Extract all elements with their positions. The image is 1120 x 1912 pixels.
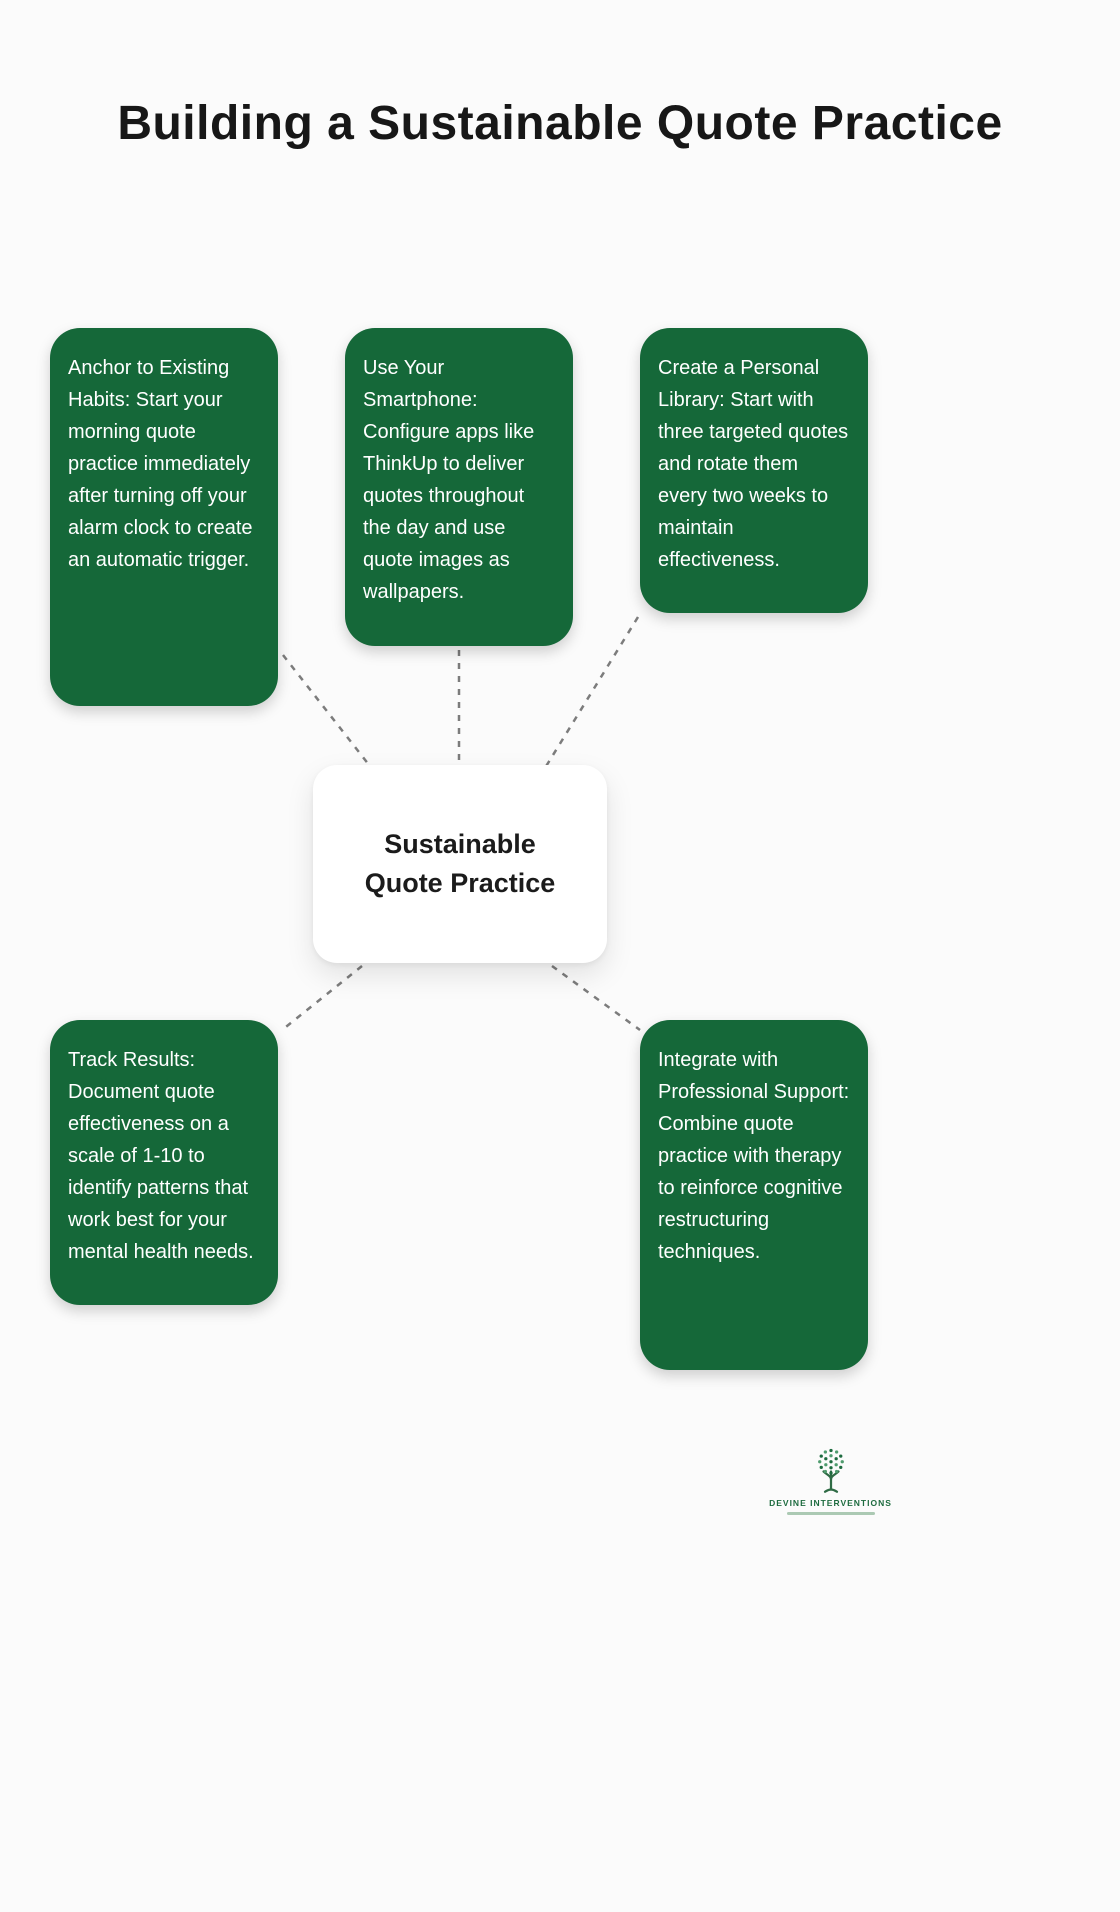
- connector-track-results: [281, 965, 363, 1031]
- info-card-personal-library: Create a Personal Library: Start with th…: [640, 328, 868, 613]
- brand-logo: DEVINE INTERVENTIONS: [768, 1446, 893, 1515]
- central-node: Sustainable Quote Practice: [313, 765, 607, 963]
- page-title: Building a Sustainable Quote Practice: [117, 97, 1003, 150]
- info-card-professional-support: Integrate with Professional Support: Com…: [640, 1020, 868, 1370]
- info-card-text: Integrate with Professional Support: Com…: [658, 1049, 850, 1263]
- tree-icon: [817, 1448, 844, 1493]
- info-card-smartphone: Use Your Smartphone: Configure apps like…: [345, 328, 573, 646]
- connector-professional-support: [551, 964, 641, 1032]
- logo-tagline: [786, 1512, 875, 1515]
- central-node-label: Sustainable Quote Practice: [364, 828, 556, 898]
- info-card-text: Use Your Smartphone: Configure apps like…: [363, 357, 535, 603]
- info-card-anchor-habits: Anchor to Existing Habits: Start your mo…: [50, 328, 278, 706]
- info-card-track-results: Track Results: Document quote effectiven…: [50, 1020, 278, 1305]
- info-card-text: Anchor to Existing Habits: Start your mo…: [68, 357, 253, 571]
- info-card-text: Create a Personal Library: Start with th…: [658, 357, 849, 571]
- info-card-text: Track Results: Document quote effectiven…: [68, 1049, 254, 1263]
- logo-name: DEVINE INTERVENTIONS: [769, 1498, 892, 1508]
- connector-anchor-habits: [282, 654, 374, 771]
